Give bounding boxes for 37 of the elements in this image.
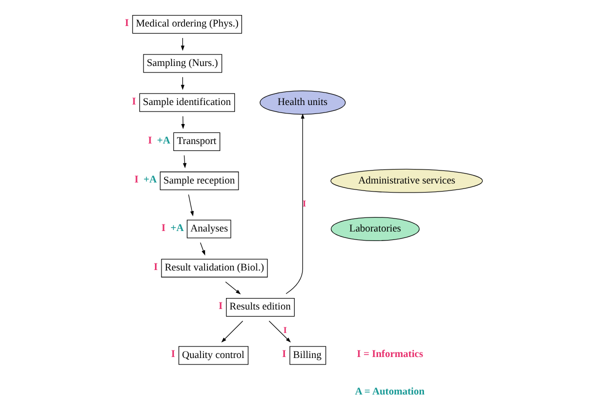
arrow	[286, 114, 304, 294]
arrow	[200, 242, 206, 256]
arrow	[181, 116, 185, 130]
edge-label: I	[302, 198, 306, 209]
arrow	[188, 194, 194, 216]
node-box: Billing	[290, 346, 326, 365]
node-ellipse: Health units	[260, 90, 346, 115]
node-box: Transport	[173, 132, 220, 152]
node-box: Sample identification	[139, 93, 235, 112]
node-label: I	[148, 136, 152, 147]
node-label: I	[161, 222, 166, 234]
label: A = Automation	[354, 386, 425, 398]
arrow	[268, 320, 291, 342]
node-label: I	[171, 349, 176, 360]
label: I = Informatics	[356, 349, 424, 360]
node-box: Results edition	[226, 298, 295, 317]
node-ellipse: Administrative services	[330, 168, 483, 193]
node-label: I	[124, 18, 129, 30]
node-box: Medical ordering (Phys.)	[132, 14, 242, 34]
arrow	[225, 282, 241, 294]
node-label: I	[134, 174, 139, 186]
node-label: +A	[157, 136, 170, 147]
node-box: Quality control	[178, 346, 248, 365]
node-box: Sampling (Nurs.)	[143, 54, 222, 73]
node-label: I	[282, 349, 286, 360]
arrow	[182, 155, 187, 168]
node-label: +A	[170, 222, 184, 234]
node-ellipse: Laboratories	[330, 216, 420, 242]
node-label: I	[154, 262, 158, 273]
edge-label: I	[283, 325, 287, 336]
arrow	[221, 320, 244, 342]
node-box: Result validation (Biol.)	[161, 258, 268, 278]
node-label: I	[218, 301, 223, 312]
node-label: I	[132, 96, 136, 108]
node-label: +A	[144, 174, 157, 186]
node-box: Sample reception	[160, 172, 239, 190]
node-box: Analyses	[186, 220, 232, 238]
